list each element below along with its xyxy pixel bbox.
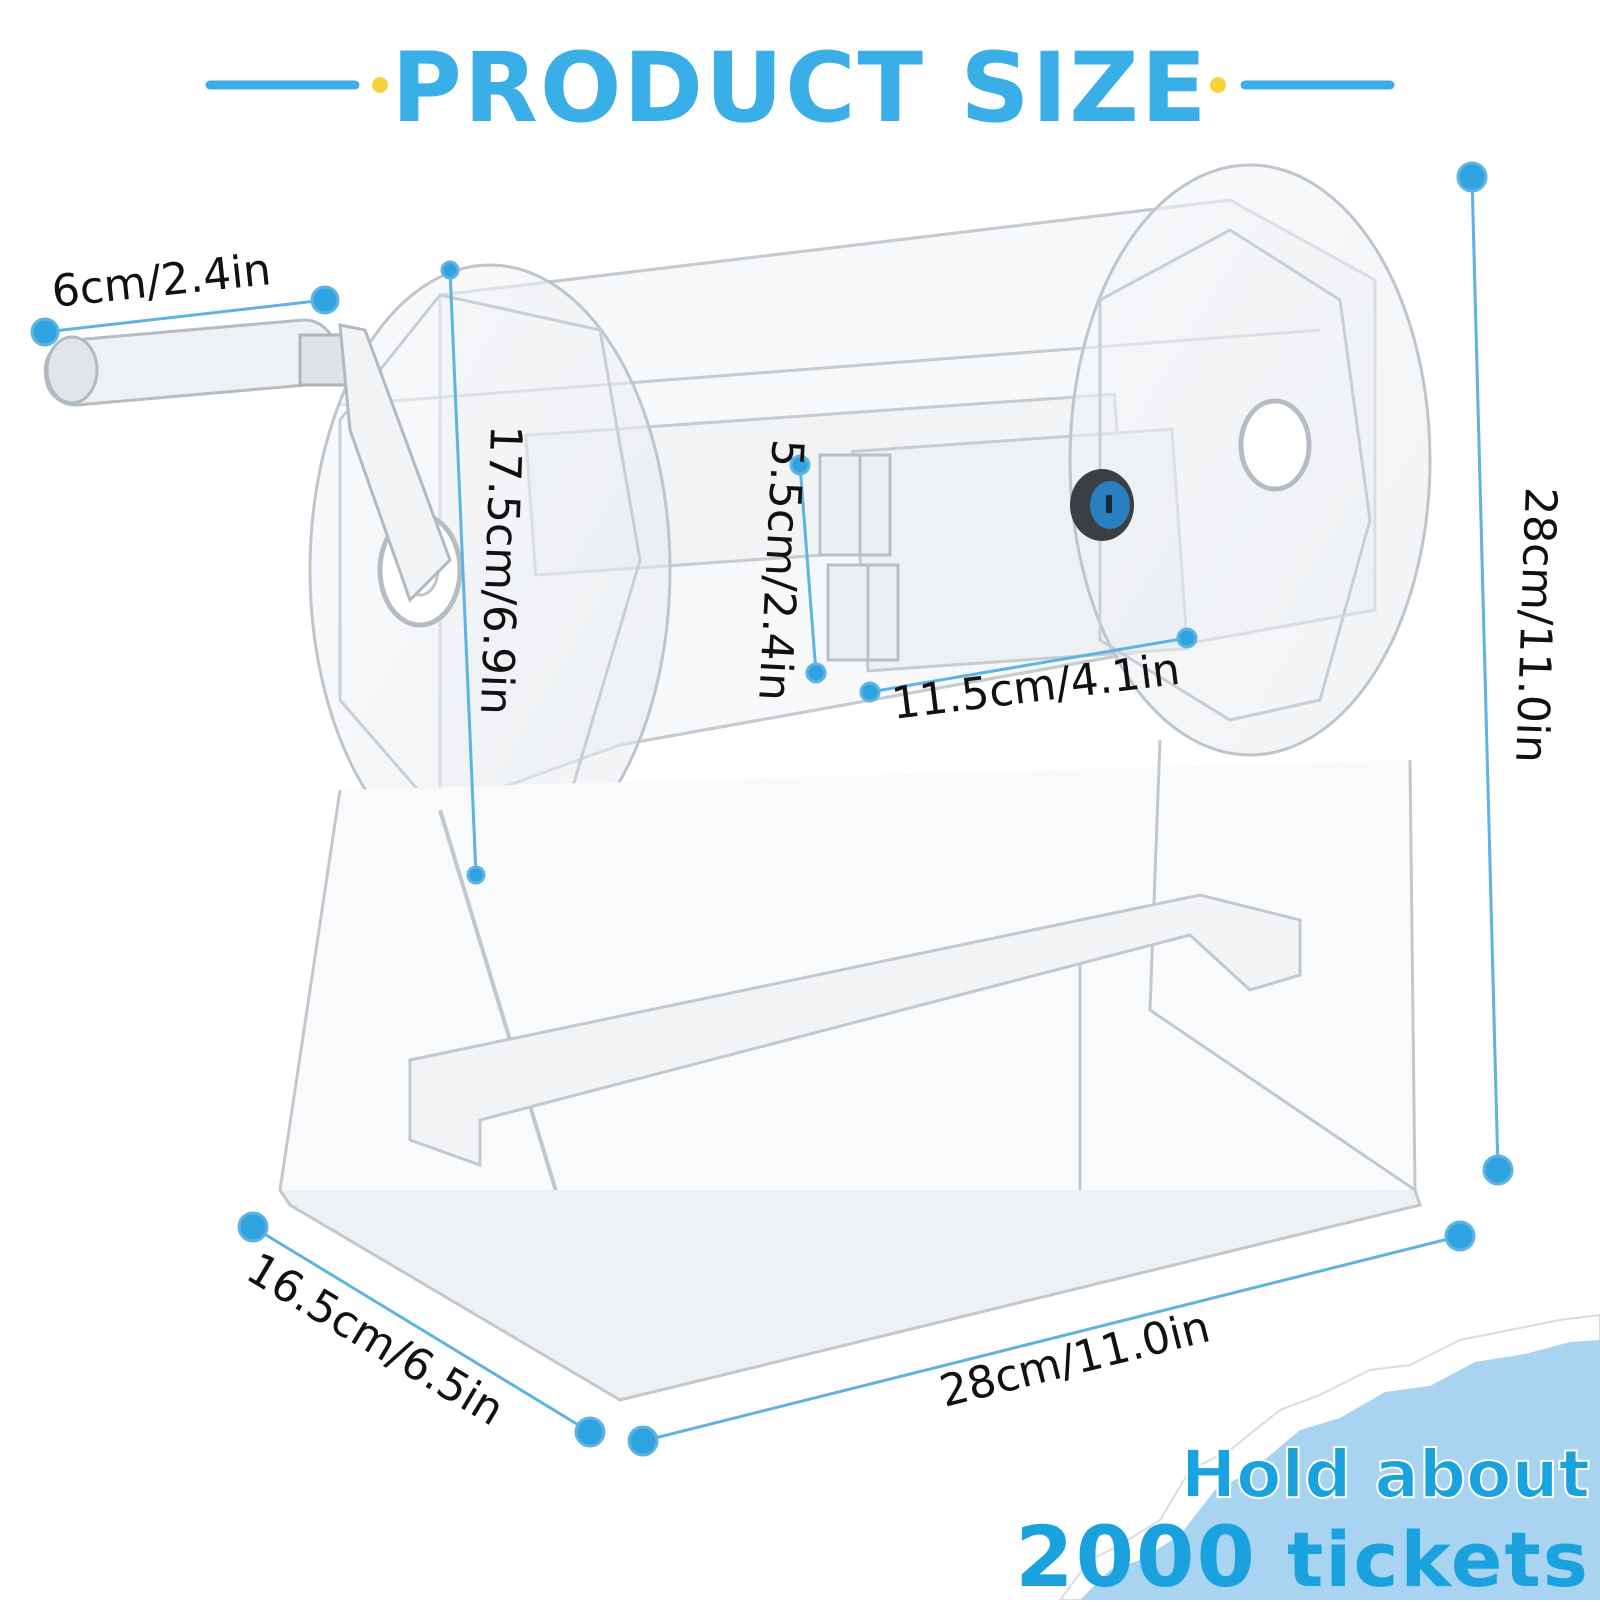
dim-line-door-height	[798, 464, 818, 674]
dim-dot	[859, 681, 881, 703]
dim-dot	[440, 260, 460, 280]
page-title: PRODUCT SIZE	[391, 32, 1209, 144]
dim-line-width	[642, 1234, 1461, 1443]
dim-dot	[1456, 161, 1488, 193]
dim-dot	[789, 454, 811, 476]
lock-icon	[1070, 469, 1134, 541]
dim-dot	[627, 1425, 659, 1457]
dim-dot	[1482, 1154, 1514, 1186]
dim-dot	[1176, 627, 1198, 649]
dim-dot	[30, 317, 60, 347]
dim-line-total-height	[1470, 176, 1500, 1171]
badge-count: 2000	[1015, 1508, 1257, 1606]
dim-line-handle	[44, 298, 326, 334]
dim-dot	[1444, 1220, 1476, 1252]
crank-handle	[43, 318, 452, 603]
stand	[278, 739, 1422, 1402]
dim-dot	[310, 285, 340, 315]
dim-line-door-width	[869, 636, 1188, 694]
badge-wave	[1058, 1313, 1600, 1600]
dim-dot	[574, 1416, 606, 1448]
dim-dot	[466, 865, 486, 885]
dim-label-total-height: 28cm/11.0in	[1505, 486, 1566, 764]
dim-line-depth	[252, 1225, 591, 1434]
dimension-lines	[30, 161, 1514, 1457]
badge-hold-about: Hold about	[1180, 1436, 1591, 1513]
dim-label-disc: 17.5cm/6.9in	[469, 424, 532, 716]
title-decoration	[205, 77, 1395, 93]
dim-dot	[237, 1211, 269, 1243]
dim-dot	[805, 662, 827, 684]
right-disc	[1068, 163, 1432, 757]
door-hinges	[818, 453, 900, 662]
dim-line-disc	[448, 269, 478, 876]
badge-unit: tickets	[1286, 1515, 1590, 1604]
